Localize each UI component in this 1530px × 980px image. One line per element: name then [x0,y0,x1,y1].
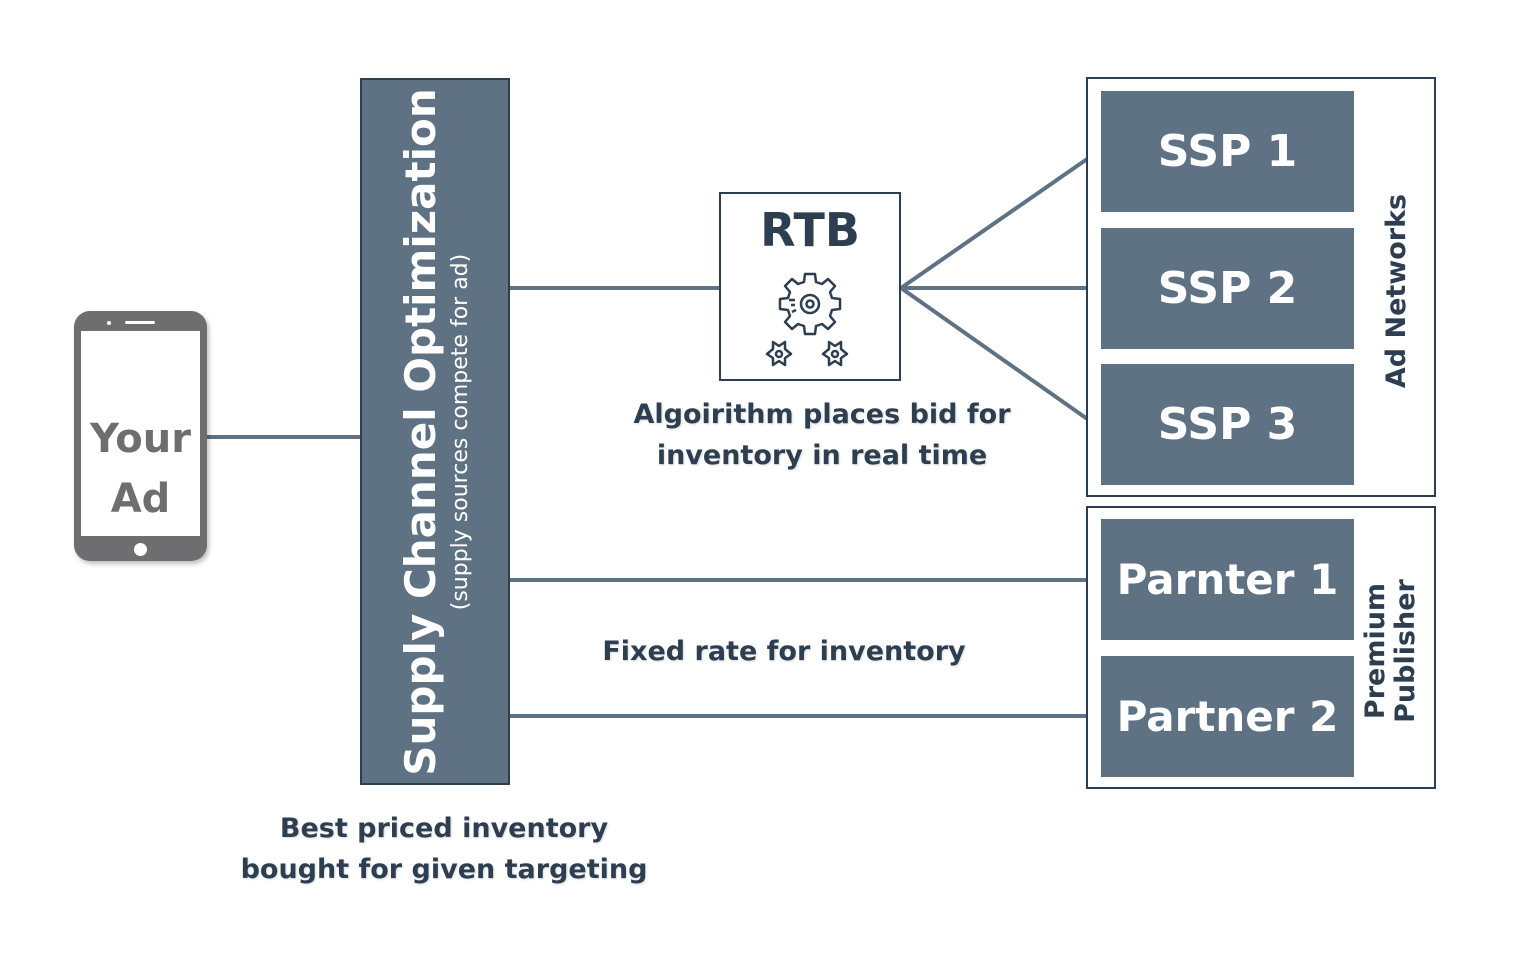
sco-text: Supply Channel Optimization (supply sour… [395,87,475,777]
phone-device: Your Ad [74,311,207,561]
connector-rtb-ssp3 [899,286,1105,432]
rtb-title: RTB [760,203,860,257]
rtb-caption: Algoirithm places bid for inventory in r… [633,399,1011,471]
phone-speaker [125,321,155,324]
fixed-rate-caption: Fixed rate for inventory [602,636,966,667]
phone-home-button [134,543,147,556]
best-priced-caption: Best priced inventory bought for given t… [240,813,648,885]
sco-subtitle: (supply sources compete for ad) [448,253,473,610]
supply-channel-optimization-box: Supply Channel Optimization (supply sour… [360,78,510,785]
ssp-1-node: SSP 1 [1101,91,1354,212]
phone-screen: Your Ad [81,331,200,536]
ssp-2-node: SSP 2 [1101,228,1354,349]
rtb-box: RTB [719,192,901,381]
sco-title: Supply Channel Optimization [396,87,445,776]
premium-publisher-label: Premium Publisher [1360,579,1421,723]
partner-1-node: Parnter 1 [1101,519,1354,640]
ssp-3-node: SSP 3 [1101,364,1354,485]
your-ad-label: Your Ad [90,416,191,522]
partner-2-node: Partner 2 [1101,656,1354,777]
gears-icon [765,272,849,367]
connector-rtb-ssp1 [899,146,1105,290]
ad-networks-label: Ad Networks [1381,193,1412,389]
phone-camera [107,321,111,325]
